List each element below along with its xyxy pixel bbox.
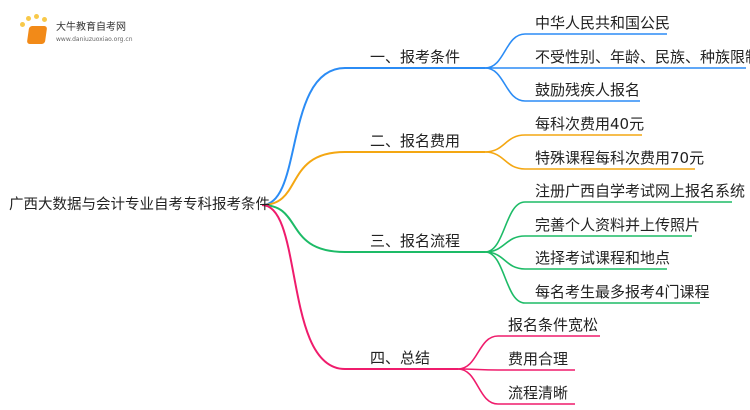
child-connector xyxy=(484,251,700,304)
leaf-node[interactable]: 中华人民共和国公民 xyxy=(535,14,671,32)
child-connector xyxy=(484,33,667,69)
branch-node-2[interactable]: 二、报名费用 xyxy=(370,132,461,150)
leaf-node[interactable]: 不受性别、年龄、民族、种族限制 xyxy=(535,48,750,66)
child-connector xyxy=(457,368,575,405)
leaf-node[interactable]: 每科次费用40元 xyxy=(535,115,645,133)
logo: 大牛教育自考网 www.daniuzuoxiao.org.cn xyxy=(18,14,178,50)
branch-node-3[interactable]: 三、报名流程 xyxy=(370,232,461,250)
logo-url: www.daniuzuoxiao.org.cn xyxy=(56,36,133,43)
branch-connector xyxy=(261,204,485,253)
child-connector xyxy=(484,67,640,102)
logo-dot xyxy=(20,22,25,27)
child-connector xyxy=(457,335,600,370)
leaf-node[interactable]: 选择考试课程和地点 xyxy=(535,249,671,267)
branch-connector xyxy=(261,204,458,370)
logo-dot xyxy=(42,17,47,22)
child-connector xyxy=(484,201,732,253)
child-connector xyxy=(484,134,642,153)
leaf-node[interactable]: 鼓励残疾人报名 xyxy=(535,81,641,99)
logo-dot xyxy=(26,16,31,21)
child-connector xyxy=(484,151,695,170)
branch-node-1[interactable]: 一、报考条件 xyxy=(370,48,461,66)
logo-name: 大牛教育自考网 xyxy=(56,22,126,33)
branch-node-4[interactable]: 四、总结 xyxy=(370,349,431,367)
leaf-node[interactable]: 每名考生最多报考4门课程 xyxy=(535,283,710,301)
leaf-node[interactable]: 费用合理 xyxy=(508,350,569,368)
leaf-node[interactable]: 特殊课程每科次费用70元 xyxy=(535,149,705,167)
logo-dot xyxy=(34,14,39,19)
branch-connector xyxy=(261,67,485,206)
leaf-node[interactable]: 流程清晰 xyxy=(508,384,569,402)
leaf-node[interactable]: 注册广西自学考试网上报名系统 xyxy=(535,182,746,200)
leaf-node[interactable]: 报名条件宽松 xyxy=(508,316,599,334)
root-node[interactable]: 广西大数据与会计专业自考专科报考条件 xyxy=(9,197,270,213)
branch-connector xyxy=(261,151,485,206)
leaf-node[interactable]: 完善个人资料并上传照片 xyxy=(535,216,701,234)
child-connector xyxy=(457,368,575,371)
child-connector xyxy=(484,235,692,253)
